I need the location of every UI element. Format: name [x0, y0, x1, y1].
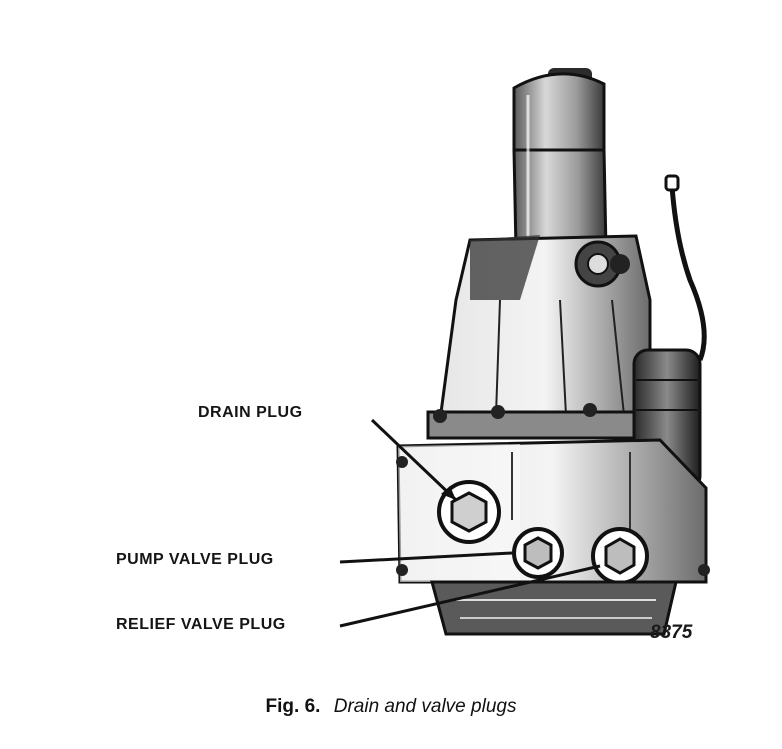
- drain-leader: [370, 418, 458, 502]
- caption-text: Drain and valve plugs: [333, 696, 517, 717]
- relief-valve-plug-label: RELIEF VALVE PLUG: [116, 616, 286, 633]
- pump-leader: [339, 551, 513, 564]
- figure-reference-number: 8375: [650, 622, 693, 643]
- drain-plug-label: DRAIN PLUG: [198, 404, 303, 421]
- relief-leader: [339, 564, 601, 628]
- sump-pan: [430, 580, 678, 636]
- figure-caption: Fig. 6. Drain and valve plugs: [0, 696, 782, 718]
- leader-lines: [339, 418, 601, 628]
- caption-figure-number: Fig. 6.: [265, 696, 321, 717]
- top-housing: [512, 68, 608, 252]
- bell-housing: [438, 234, 652, 422]
- pump-valve-plug-label: PUMP VALVE PLUG: [116, 551, 274, 568]
- relief-valve-plug: [591, 527, 649, 585]
- pump-valve-plug: [512, 527, 564, 579]
- flange: [426, 403, 658, 440]
